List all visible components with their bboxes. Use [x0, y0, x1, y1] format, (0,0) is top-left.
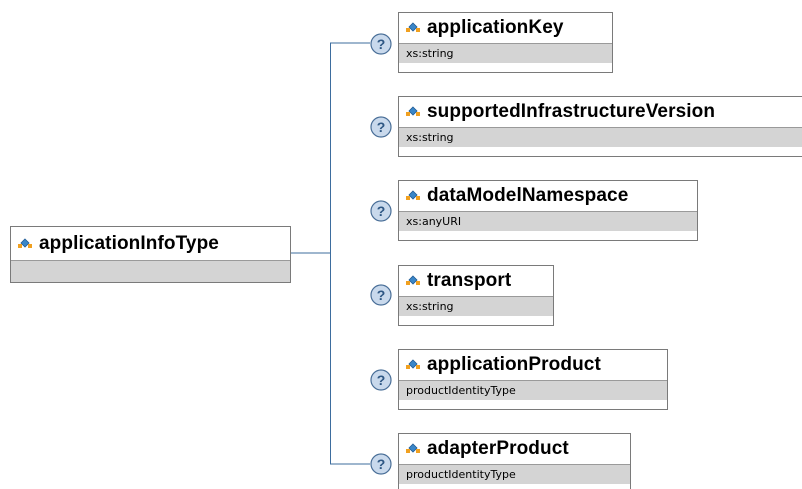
root-name: applicationInfoType	[39, 232, 219, 254]
element-diamond-icon	[406, 106, 420, 116]
root-head: applicationInfoType	[11, 227, 290, 260]
svg-text:?: ?	[377, 119, 386, 135]
element-node-adapterProduct[interactable]: adapterProduct productIdentityType	[398, 433, 631, 489]
element-type: xs:anyURI	[399, 211, 697, 231]
element-diamond-icon	[18, 237, 32, 248]
svg-text:?: ?	[377, 36, 386, 52]
node-head: supportedInfrastructureVersion	[399, 97, 802, 127]
element-name: adapterProduct	[427, 438, 569, 459]
element-node-applicationProduct[interactable]: applicationProduct productIdentityType	[398, 349, 668, 410]
element-type: productIdentityType	[399, 380, 667, 400]
element-type: xs:string	[399, 127, 802, 147]
node-head: applicationKey	[399, 13, 612, 43]
element-name: applicationKey	[427, 17, 564, 38]
element-diamond-icon	[406, 443, 420, 453]
element-diamond-icon	[406, 190, 420, 200]
node-head: applicationProduct	[399, 350, 667, 380]
question-mark-icon: ?	[370, 200, 392, 222]
question-mark-icon: ?	[370, 453, 392, 475]
element-node-dataModelNamespace[interactable]: dataModelNamespace xs:anyURI	[398, 180, 698, 241]
question-mark-icon: ?	[370, 33, 392, 55]
svg-text:?: ?	[377, 456, 386, 472]
svg-text:?: ?	[377, 203, 386, 219]
question-mark-icon: ?	[370, 284, 392, 306]
element-node-applicationKey[interactable]: applicationKey xs:string	[398, 12, 613, 73]
element-node-supportedInfrastructureVersion[interactable]: supportedInfrastructureVersion xs:string	[398, 96, 802, 157]
question-mark-icon: ?	[370, 369, 392, 391]
element-type: productIdentityType	[399, 464, 630, 484]
svg-text:?: ?	[377, 372, 386, 388]
element-diamond-icon	[406, 359, 420, 369]
root-node[interactable]: applicationInfoType	[10, 226, 291, 283]
element-type: xs:string	[399, 43, 612, 63]
svg-text:?: ?	[377, 287, 386, 303]
node-head: dataModelNamespace	[399, 181, 697, 211]
root-type	[11, 260, 290, 282]
node-head: transport	[399, 266, 553, 296]
node-head: adapterProduct	[399, 434, 630, 464]
element-diamond-icon	[406, 275, 420, 285]
element-type: xs:string	[399, 296, 553, 316]
element-name: dataModelNamespace	[427, 185, 629, 206]
element-name: transport	[427, 270, 512, 291]
question-mark-icon: ?	[370, 116, 392, 138]
element-diamond-icon	[406, 22, 420, 32]
element-node-transport[interactable]: transport xs:string	[398, 265, 554, 326]
element-name: applicationProduct	[427, 354, 601, 375]
element-name: supportedInfrastructureVersion	[427, 101, 716, 122]
